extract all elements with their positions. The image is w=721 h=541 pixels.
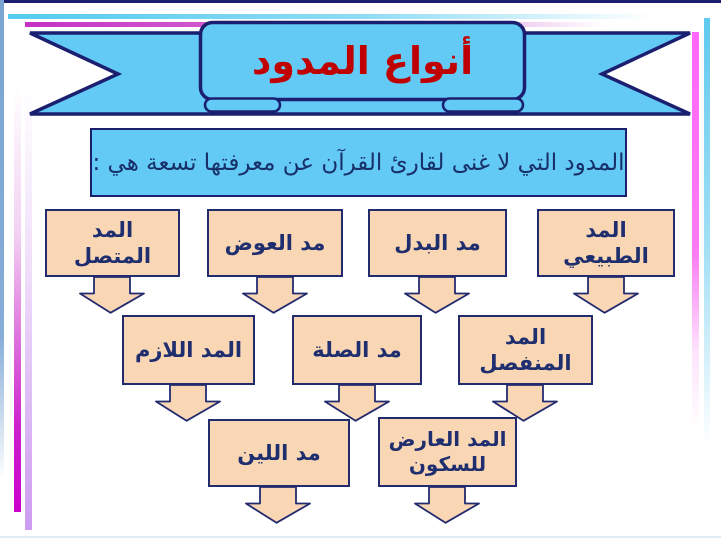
right-pink-stripe	[692, 32, 699, 432]
bottom-border-line	[0, 536, 721, 538]
right-cyan-stripe	[704, 18, 710, 448]
down-arrow-icon	[573, 276, 639, 314]
box-madd-badal: مد البدل	[368, 209, 507, 277]
box-madd-munfasil: المد المنفصل	[458, 315, 593, 385]
box-madd-lazim: المد اللازم	[122, 315, 255, 385]
left-border-line	[0, 0, 4, 480]
title-ribbon-banner	[29, 20, 691, 116]
slide-title: أنواع المدود	[251, 39, 474, 83]
left-magenta-stripe	[14, 88, 21, 512]
cyan-accent-line	[8, 14, 653, 19]
ribbon-curl-left	[203, 97, 282, 113]
subtitle-box: المدود التي لا غنى لقارئ القرآن عن معرفت…	[90, 128, 627, 197]
box-madd-silah: مد الصلة	[292, 315, 422, 385]
box-madd-tabii: المد الطبيعي	[537, 209, 675, 277]
down-arrow-icon	[242, 276, 308, 314]
down-arrow-icon	[155, 384, 221, 422]
box-madd-arid-lissukun: المد العارض للسكون	[378, 417, 517, 487]
subtitle-text: المدود التي لا غنى لقارئ القرآن عن معرفت…	[92, 149, 625, 176]
down-arrow-icon	[79, 276, 145, 314]
left-purple-stripe	[25, 88, 32, 530]
top-border-line	[4, 0, 721, 3]
down-arrow-icon	[414, 486, 480, 524]
down-arrow-icon	[492, 384, 558, 422]
down-arrow-icon	[324, 384, 390, 422]
box-madd-muttasil: المد المتصل	[45, 209, 180, 277]
ribbon-curl-right	[441, 97, 525, 113]
down-arrow-icon	[245, 486, 311, 524]
ribbon-center-panel	[198, 20, 527, 102]
down-arrow-icon	[404, 276, 470, 314]
box-madd-iwad: مد العوض	[207, 209, 343, 277]
box-madd-lin: مد اللين	[208, 419, 350, 487]
